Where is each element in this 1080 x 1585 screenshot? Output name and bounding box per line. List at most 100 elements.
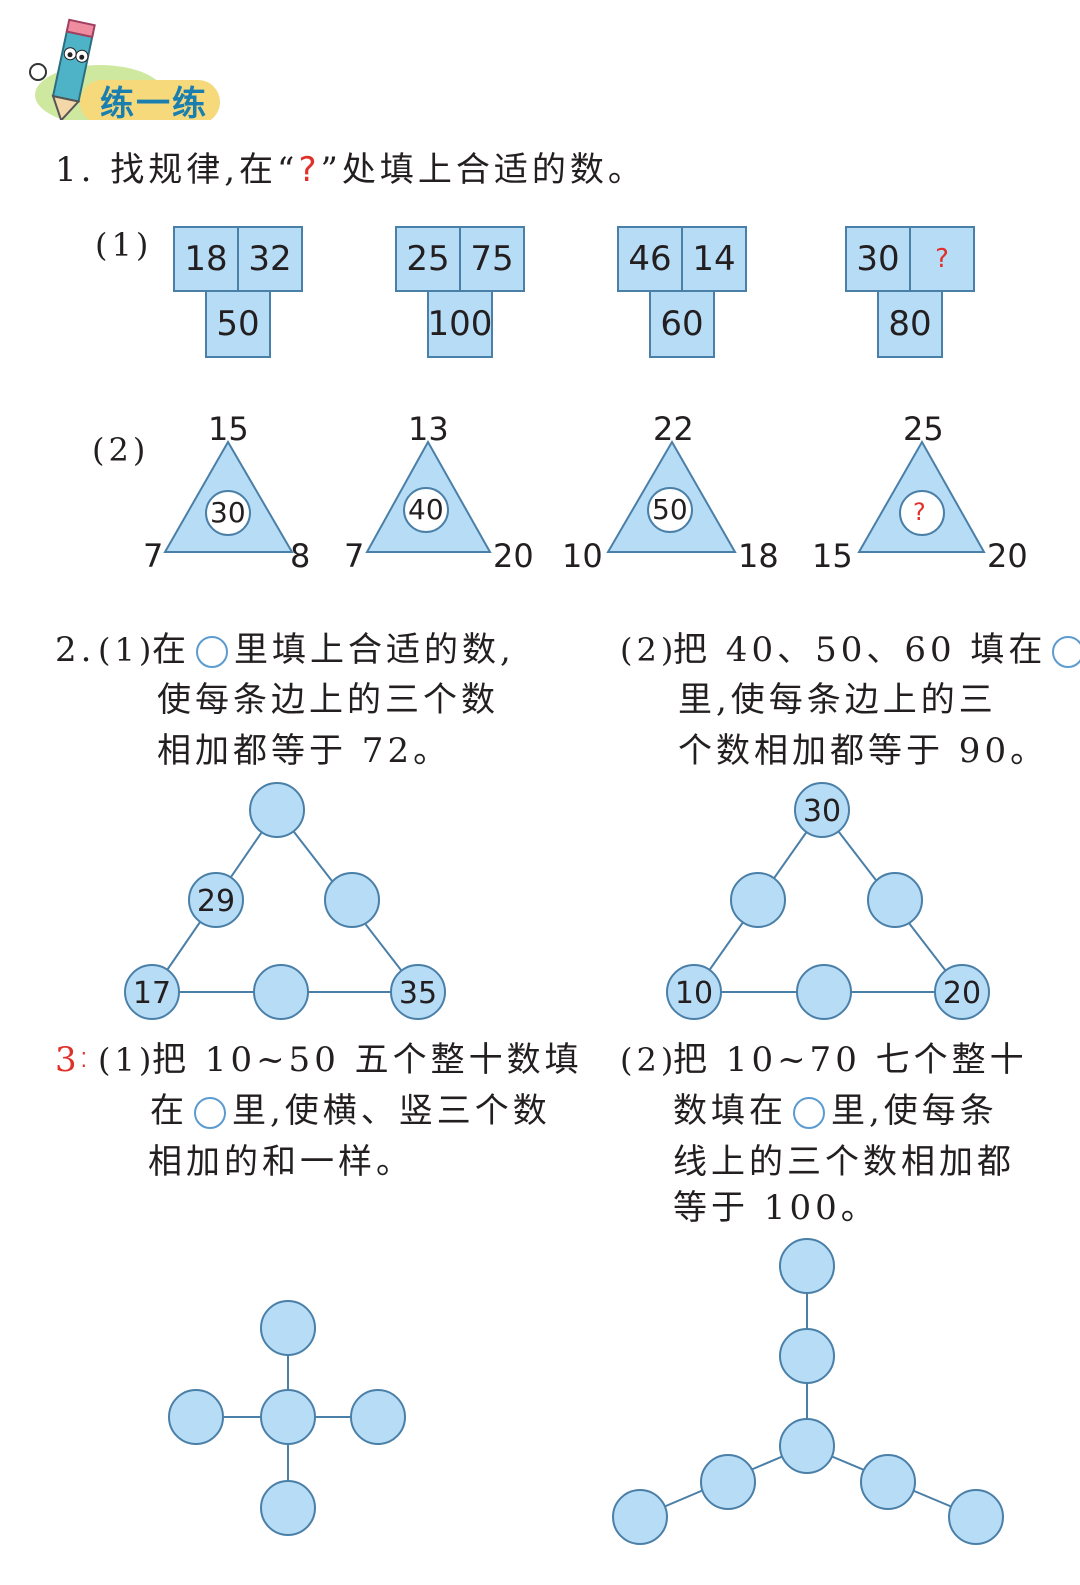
- q3-p2-label: (2): [620, 1041, 678, 1079]
- tri1-center: 30: [210, 496, 246, 529]
- node-bottom-left-value: 10: [675, 976, 713, 1011]
- q2-p1-line1a: 在: [152, 630, 190, 670]
- box-top-right: 32: [237, 226, 303, 292]
- q3-p2-line3: 线上的三个数相加都: [673, 1142, 1015, 1182]
- node-left-mid[interactable]: [700, 1454, 756, 1510]
- q2-p2-line2: 里,使每条边上的三: [678, 680, 997, 720]
- q2-p1-line3: 相加都等于 72。: [157, 731, 452, 771]
- node-right-mid[interactable]: [860, 1454, 916, 1510]
- tri4-right: 20: [987, 537, 1028, 575]
- q1-heading-end: ”处填上合适的数。: [320, 150, 646, 190]
- box-sum: 80: [877, 290, 943, 358]
- q2-triangle-1: 29 17 35: [124, 782, 446, 1020]
- q3-number: 3⁚: [55, 1040, 91, 1080]
- triangle-1: [163, 439, 294, 553]
- node-center[interactable]: [260, 1389, 316, 1445]
- node-left-mid[interactable]: [730, 872, 786, 928]
- star-mark-icon: ⁚: [80, 1048, 91, 1072]
- section-header: 练一练: [20, 10, 220, 125]
- tri2-left: 7: [344, 537, 365, 575]
- tri3-center: 50: [652, 493, 688, 526]
- q3-p2-line2a: 数填在: [673, 1091, 787, 1131]
- q2-p2-line1-text: 把 40、50、60 填在: [673, 630, 1047, 670]
- q3-p1-label: (1): [98, 1041, 156, 1079]
- q2-p1-line1b: 里填上合适的数,: [234, 630, 515, 670]
- blank-circle-icon: [194, 1097, 226, 1129]
- box-top-left: 30: [845, 226, 911, 292]
- node-bottom-right-value: 20: [943, 976, 981, 1011]
- node-bottom-mid[interactable]: [253, 964, 309, 1020]
- node-bottom-left: [124, 964, 180, 1020]
- node-upper-mid[interactable]: [779, 1328, 835, 1384]
- node-top-value: 30: [803, 794, 841, 829]
- node-right-mid[interactable]: [867, 872, 923, 928]
- box-top-right: 75: [459, 226, 525, 292]
- node-right[interactable]: [350, 1389, 406, 1445]
- node-bottom-mid[interactable]: [796, 964, 852, 1020]
- q3-p1-line2b: 里,使横、竖三个数: [232, 1091, 551, 1131]
- tri4-top: 25: [903, 410, 944, 448]
- node-top: [794, 782, 850, 838]
- box-top-left: 25: [395, 226, 461, 292]
- box-unknown: ?: [909, 226, 975, 292]
- tri2-top: 13: [408, 410, 449, 448]
- blank-circle-icon: [1052, 636, 1080, 668]
- box-sum: 60: [649, 290, 715, 358]
- blank-circle-icon: [793, 1097, 825, 1129]
- node-right-mid[interactable]: [324, 872, 380, 928]
- triangle-2: [365, 439, 492, 553]
- node-bottom-right: [390, 964, 446, 1020]
- tri1-top: 15: [208, 410, 249, 448]
- tri3-left: 10: [562, 537, 603, 575]
- q3-p2-line1: 把 10~70 七个整十: [673, 1040, 1028, 1080]
- node-bottom[interactable]: [260, 1480, 316, 1536]
- q1-heading-start: 1. 找规律,在“: [55, 150, 299, 190]
- box-top-left: 46: [617, 226, 683, 292]
- q3-p2-line2b: 里,使每条: [831, 1091, 998, 1131]
- box-sum: 50: [205, 290, 271, 358]
- q2-p2-line1: 把 40、50、60 填在: [673, 630, 1080, 670]
- node-bottom-right: [934, 964, 990, 1020]
- box-sum: 100: [427, 290, 493, 358]
- q2-p2-line3: 个数相加都等于 90。: [678, 731, 1049, 771]
- node-center[interactable]: [779, 1418, 835, 1474]
- pencil-mascot-icon: [29, 18, 220, 125]
- box-top-right: 14: [681, 226, 747, 292]
- tri2-center: 40: [408, 493, 444, 526]
- q3-number-text: 3: [55, 1040, 81, 1080]
- node-top[interactable]: [249, 782, 305, 838]
- q2-p1-line2: 使每条边上的三个数: [157, 680, 499, 720]
- q3-p1-line1: 把 10~50 五个整十数填: [152, 1040, 583, 1080]
- node-bottom-left-value: 17: [133, 976, 171, 1011]
- q3-p1-line2: 在 里,使横、竖三个数: [150, 1091, 551, 1131]
- q1-part1-label: (1): [95, 226, 153, 264]
- tri1-left: 7: [143, 537, 164, 575]
- q2-number: 2.: [55, 630, 96, 670]
- node-top[interactable]: [779, 1238, 835, 1294]
- tri4-left: 15: [812, 537, 853, 575]
- box-top-left: 18: [173, 226, 239, 292]
- q2-triangle-2: 30 10 20: [666, 782, 990, 1020]
- blank-circle-icon: [196, 636, 228, 668]
- tri3-top: 22: [653, 410, 694, 448]
- q1-heading: 1. 找规律,在“?”处填上合适的数。: [55, 150, 646, 190]
- q2-p1-label: (1): [98, 631, 156, 669]
- node-top[interactable]: [260, 1300, 316, 1356]
- node-right-end[interactable]: [948, 1489, 1004, 1545]
- q3-y-diagram: [612, 1238, 1004, 1545]
- q2-p2-label: (2): [620, 631, 678, 669]
- q3-p1-line3: 相加的和一样。: [148, 1142, 414, 1182]
- q3-cross-diagram: [168, 1300, 406, 1536]
- node-left-end[interactable]: [612, 1489, 668, 1545]
- q2-p1-line1: 在 里填上合适的数,: [152, 630, 515, 670]
- badge-title: 练一练: [100, 84, 208, 124]
- triangle-3: [606, 439, 737, 553]
- q1-part2-label: (2): [92, 431, 150, 469]
- q1-triangles: [163, 439, 986, 553]
- node-left-mid-value: 29: [197, 884, 235, 919]
- q3-p1-line2a: 在: [150, 1091, 188, 1131]
- q3-p2-line2: 数填在 里,使每条: [673, 1091, 998, 1131]
- node-left[interactable]: [168, 1389, 224, 1445]
- node-bottom-right-value: 35: [399, 976, 437, 1011]
- tri3-right: 18: [738, 537, 779, 575]
